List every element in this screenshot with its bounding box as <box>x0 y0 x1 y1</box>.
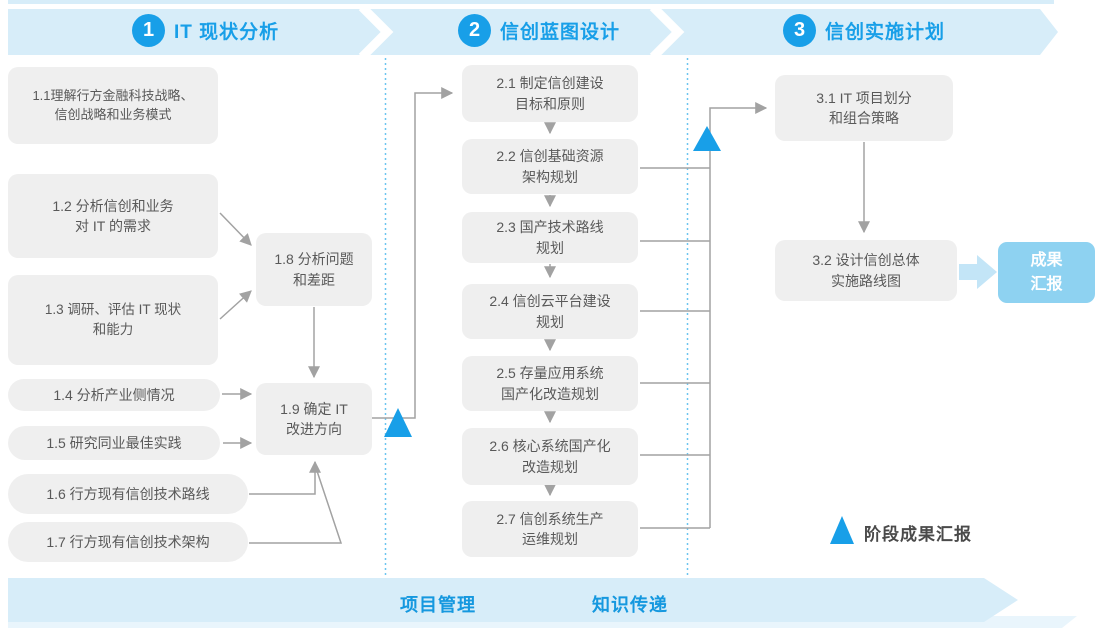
footer-label-project-management: 项目管理 <box>400 595 476 615</box>
task-box-2-5: 2.5 存量应用系统 国产化改造规划 <box>462 356 638 411</box>
task-box-1-4: 1.4 分析产业侧情况 <box>8 379 220 411</box>
deliverable-box: 成果 汇报 <box>998 242 1095 303</box>
phase-3-title: 信创实施计划 <box>825 22 946 43</box>
task-box-2-6: 2.6 核心系统国产化 改造规划 <box>462 428 638 485</box>
phase1-report-triangle-icon <box>384 408 412 437</box>
task-box-2-1: 2.1 制定信创建设 目标和原则 <box>462 65 638 122</box>
task-box-2-4: 2.4 信创云平台建设 规划 <box>462 284 638 339</box>
task-box-2-7: 2.7 信创系统生产 运维规划 <box>462 501 638 557</box>
phase-1-title: IT 现状分析 <box>174 22 280 43</box>
connector-lines <box>219 87 870 544</box>
phase-1-number-badge: 1 <box>132 14 165 47</box>
task-box-1-3: 1.3 调研、评估 IT 现状 和能力 <box>8 275 218 365</box>
phase-divider-dotted-lines <box>384 58 689 578</box>
chevron-separator-1 <box>358 3 394 61</box>
deliverable-arrow-icon <box>959 255 997 289</box>
task-box-3-2: 3.2 设计信创总体 实施路线图 <box>775 240 957 301</box>
phase2-report-triangle-icon <box>693 126 721 151</box>
phase-3-header: 3 信创实施计划 <box>783 14 945 47</box>
phase-3-number-badge: 3 <box>783 14 816 47</box>
bottom-banner-ribbon <box>8 578 1018 622</box>
task-box-3-1: 3.1 IT 项目划分 和组合策略 <box>775 75 953 141</box>
top-strip <box>8 0 1054 4</box>
phase-report-triangles <box>384 126 854 544</box>
phase-2-title: 信创蓝图设计 <box>500 22 621 43</box>
legend-label: 阶段成果汇报 <box>864 525 972 544</box>
footer-label-knowledge-transfer: 知识传递 <box>592 595 668 615</box>
task-box-1-9: 1.9 确定 IT 改进方向 <box>256 383 372 455</box>
chevron-separator-2 <box>649 3 685 61</box>
task-box-1-5: 1.5 研究同业最佳实践 <box>8 426 220 460</box>
phase-2-number-badge: 2 <box>458 14 491 47</box>
task-box-2-2: 2.2 信创基础资源 架构规划 <box>462 139 638 194</box>
task-box-2-3: 2.3 国产技术路线 规划 <box>462 212 638 263</box>
legend-triangle-icon <box>830 516 854 544</box>
task-box-1-2: 1.2 分析信创和业务 对 IT 的需求 <box>8 174 218 258</box>
phase-2-header: 2 信创蓝图设计 <box>458 14 620 47</box>
task-box-1-1: 1.1理解行方金融科技战略、 信创战略和业务模式 <box>8 67 218 144</box>
task-box-1-6: 1.6 行方现有信创技术路线 <box>8 474 248 514</box>
task-box-1-7: 1.7 行方现有信创技术架构 <box>8 522 248 562</box>
task-box-1-8: 1.8 分析问题 和差距 <box>256 233 372 306</box>
phase-1-header: 1 IT 现状分析 <box>132 14 279 47</box>
